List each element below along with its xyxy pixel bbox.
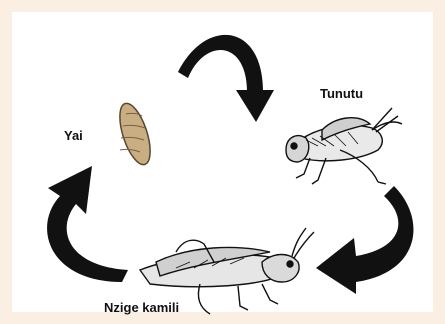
egg-icon <box>114 100 157 168</box>
stage-label-nymph: Tunutu <box>320 86 363 101</box>
nymph-grasshopper-icon <box>286 108 402 184</box>
cycle-arrow-icon-top <box>178 35 274 122</box>
cycle-arrow-icon-left <box>47 166 128 282</box>
stage-label-adult: Nzige kamili <box>104 300 179 315</box>
stage-label-egg: Yai <box>64 128 83 143</box>
cycle-arrow-icon-right <box>316 186 413 294</box>
